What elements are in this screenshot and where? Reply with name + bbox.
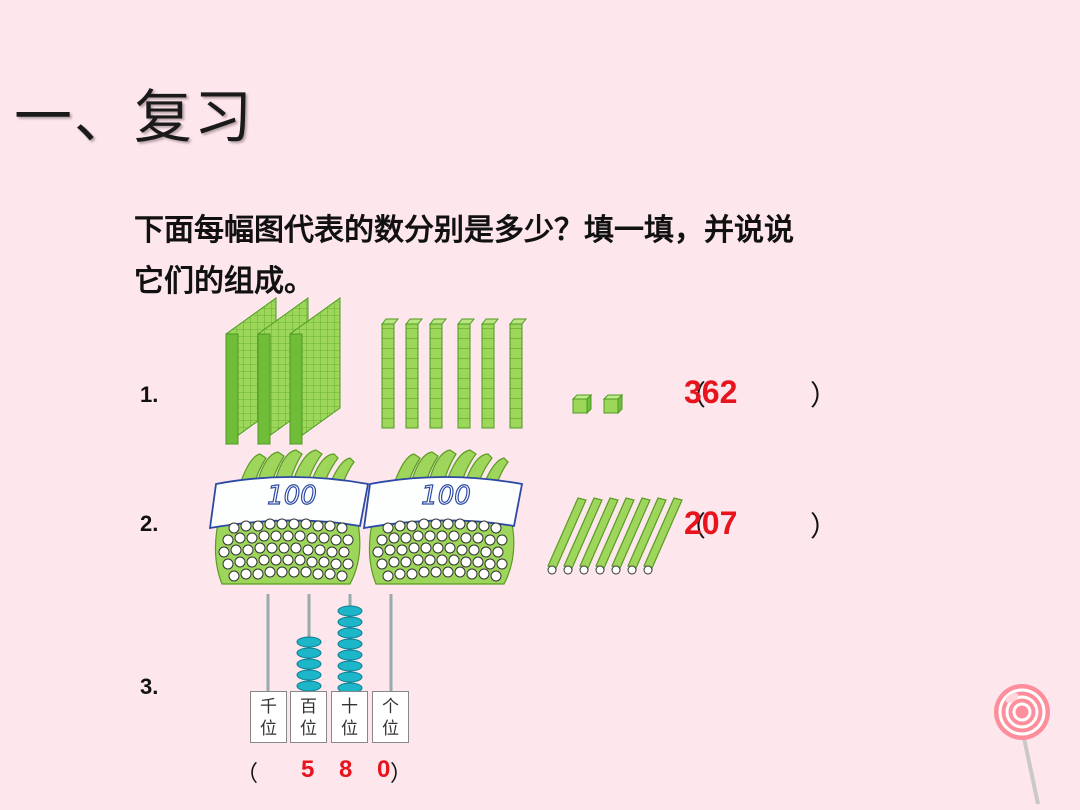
item-3-label: 3.: [140, 674, 159, 699]
abacus: [266, 594, 393, 694]
item-2-label: 2.: [140, 511, 159, 536]
item-3-digit-hundreds: 5: [301, 756, 315, 783]
ten-rod: [456, 318, 476, 429]
item-1-paren-open: （: [678, 379, 707, 412]
question-line-1: 下面每幅图代表的数分别是多少？填一填，并说说: [134, 213, 794, 248]
ten-rod: [404, 318, 424, 429]
bundle-label: 100: [267, 481, 317, 511]
item-2-paren-open: （: [678, 510, 707, 543]
ten-rod: [508, 318, 528, 429]
item-1-answer: 362: [684, 374, 738, 410]
place-ones: 个位: [372, 691, 409, 743]
unit-cubes: [572, 394, 624, 415]
unit-cube: [602, 394, 624, 415]
item-1-label: 1.: [140, 382, 159, 407]
place-hundreds: 百位: [290, 691, 327, 743]
ten-rod: [428, 318, 448, 429]
page-title: 一、复习: [14, 83, 255, 151]
abacus-beads-tens: [337, 605, 363, 694]
item-1-paren-close: ）: [810, 379, 839, 412]
place-thousands: 千位: [250, 691, 287, 743]
stick-bundle: 100: [362, 449, 524, 585]
item-3-paren-open: （: [236, 762, 259, 787]
ten-rod: [480, 318, 500, 429]
abacus-beads-hundreds: [296, 636, 322, 692]
ten-rods: [380, 318, 528, 429]
question-line-2: 它们的组成。: [134, 264, 314, 299]
stick-bundle: 100: [208, 449, 370, 585]
lollipop-icon: [994, 684, 1050, 805]
item-3-paren-close: ）: [390, 762, 413, 787]
hundred-flats: [225, 297, 341, 445]
place-tens: 十位: [331, 691, 368, 743]
ten-rod: [380, 318, 400, 429]
unit-cube: [572, 394, 593, 415]
single-sticks: [547, 497, 683, 575]
hundred-flat: [289, 297, 341, 445]
item-2-answer: 207: [684, 505, 738, 541]
item-3-digit-tens: 8: [339, 756, 353, 783]
item-3-digit-ones: 0: [377, 756, 391, 783]
item-2-paren-close: ）: [810, 510, 839, 543]
bundle-label: 100: [421, 481, 471, 511]
